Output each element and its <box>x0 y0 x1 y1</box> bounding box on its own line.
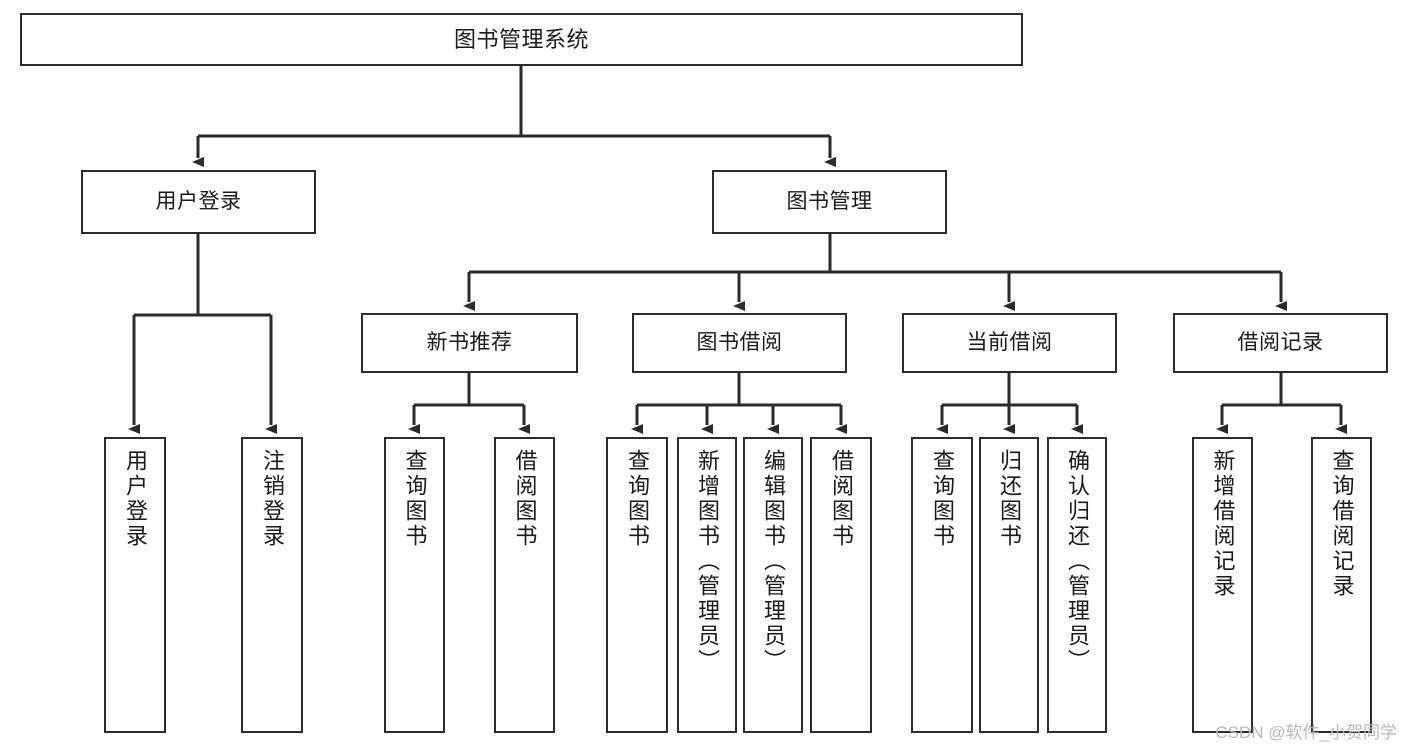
node-book-manage-label: 图书管理 <box>786 189 873 213</box>
node-leaf-query-book-2[interactable]: 查询图书 <box>606 437 668 733</box>
node-leaf-borrow-book-2[interactable]: 借阅图书 <box>810 437 872 733</box>
node-leaf-confirm-return[interactable]: 确认归还（管理员） <box>1047 437 1107 733</box>
node-book-borrow[interactable]: 图书借阅 <box>632 313 847 373</box>
node-leaf-borrow-book-1[interactable]: 借阅图书 <box>494 437 555 733</box>
node-leaf-return-book-label: 归还图书 <box>997 449 1022 549</box>
node-root[interactable]: 图书管理系统 <box>20 13 1023 66</box>
node-root-label: 图书管理系统 <box>453 26 589 52</box>
node-leaf-logout-login-label: 注销登录 <box>260 449 285 549</box>
node-leaf-borrow-book-2-label: 借阅图书 <box>829 449 854 549</box>
node-leaf-user-login-label: 用户登录 <box>123 449 148 549</box>
node-leaf-logout-login[interactable]: 注销登录 <box>241 437 303 733</box>
node-new-book-recommend[interactable]: 新书推荐 <box>361 313 578 373</box>
node-leaf-query-record[interactable]: 查询借阅记录 <box>1311 437 1372 733</box>
node-leaf-query-book-3[interactable]: 查询图书 <box>911 437 973 733</box>
node-leaf-query-record-label: 查询借阅记录 <box>1329 449 1355 599</box>
node-leaf-query-book-2-label: 查询图书 <box>625 449 650 549</box>
node-current-borrow[interactable]: 当前借阅 <box>902 313 1117 373</box>
node-leaf-add-record-label: 新增借阅记录 <box>1210 449 1236 599</box>
node-user-login-label: 用户登录 <box>155 189 242 213</box>
node-leaf-query-book-1[interactable]: 查询图书 <box>384 437 445 733</box>
node-leaf-query-book-3-label: 查询图书 <box>930 449 955 549</box>
node-leaf-add-book[interactable]: 新增图书（管理员） <box>677 437 737 733</box>
node-borrow-record[interactable]: 借阅记录 <box>1173 313 1388 373</box>
node-book-borrow-label: 图书借阅 <box>696 330 783 354</box>
node-leaf-edit-book-label: 编辑图书（管理员） <box>761 449 786 674</box>
node-leaf-query-book-1-label: 查询图书 <box>402 449 428 549</box>
node-leaf-edit-book[interactable]: 编辑图书（管理员） <box>743 437 803 733</box>
node-leaf-confirm-return-label: 确认归还（管理员） <box>1065 449 1090 674</box>
node-leaf-add-record[interactable]: 新增借阅记录 <box>1192 437 1253 733</box>
node-leaf-borrow-book-1-label: 借阅图书 <box>512 449 538 549</box>
node-leaf-return-book[interactable]: 归还图书 <box>979 437 1039 733</box>
node-new-book-recommend-label: 新书推荐 <box>426 330 513 354</box>
node-current-borrow-label: 当前借阅 <box>966 330 1053 354</box>
node-leaf-add-book-label: 新增图书（管理员） <box>695 449 720 674</box>
node-user-login[interactable]: 用户登录 <box>81 170 316 234</box>
node-leaf-user-login[interactable]: 用户登录 <box>104 437 166 733</box>
node-borrow-record-label: 借阅记录 <box>1237 330 1324 354</box>
node-book-manage[interactable]: 图书管理 <box>712 170 947 234</box>
